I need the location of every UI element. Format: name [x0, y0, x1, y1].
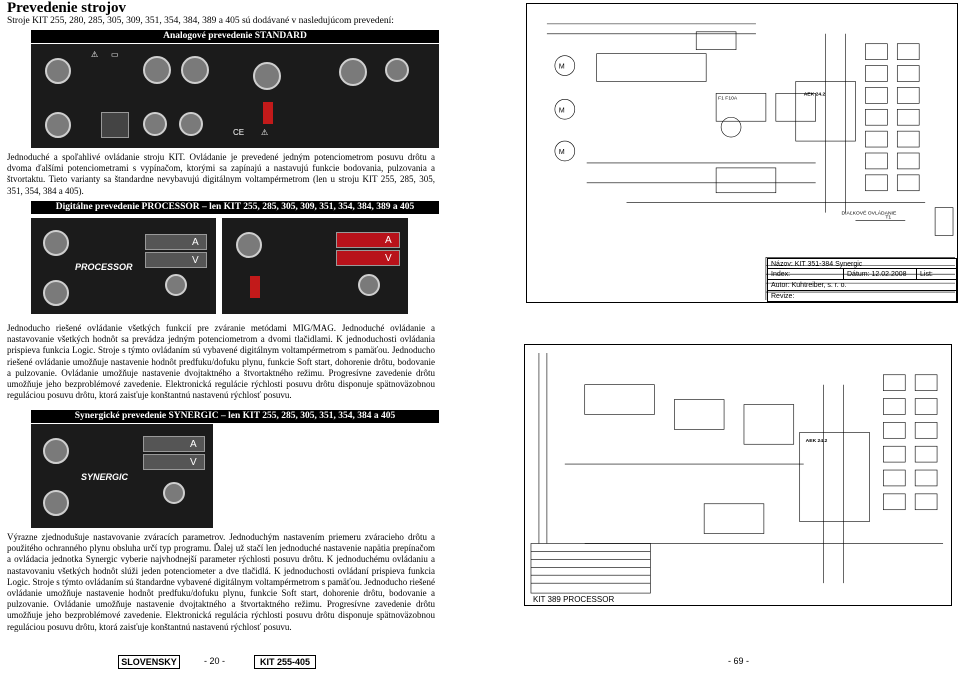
step-switch-knob-2	[253, 62, 281, 90]
page-number-left: - 20 -	[204, 656, 226, 666]
control-knob	[165, 274, 187, 296]
synergic-text: Výrazne zjednodušuje nastavovanie zvárac…	[7, 532, 435, 632]
standard-panel-image: ⚠ ▭ CE ⚠	[31, 44, 439, 148]
page-title: Prevedenie strojov	[7, 0, 126, 16]
display-v: V	[145, 252, 207, 268]
t1-label: T1	[885, 215, 891, 221]
page-number-right: - 69 -	[728, 656, 750, 666]
step-knob	[43, 280, 69, 306]
spot-knob	[143, 112, 167, 136]
mode-selector	[101, 112, 129, 138]
wire-speed-knob	[45, 58, 71, 84]
voltage-knob-2	[236, 232, 262, 258]
motor-m2-label: M	[559, 107, 565, 114]
title-block: Názov: KIT 351-384 Synergic Index:Dátum:…	[767, 258, 957, 302]
title-block-name: Názov: KIT 351-384 Synergic	[767, 258, 957, 269]
title-block-revision: Revize:	[767, 291, 957, 302]
remote-label: DIAĽKOVÉ OVLÁDANIE	[842, 210, 897, 217]
voltage-knob	[43, 438, 69, 464]
fine-switch-knob	[181, 56, 209, 84]
standard-text: Jednoduché a spoľahlivé ovládanie stroju…	[7, 152, 435, 196]
display-v-red: V	[336, 250, 400, 266]
standard-heading: Analogové prevedenie STANDARD	[31, 30, 439, 43]
wiring-schematic-2: AEK 24.2 KIT 389 PROCESSOR	[524, 344, 952, 606]
processor-logo: PROCESSOR	[75, 262, 133, 272]
synergic-logo: SYNERGIC	[81, 472, 129, 482]
schematic-1-drawing: M M M AEK 24.2 F1 F10A DIAĽKOVÉ OVLÁDANI…	[546, 23, 956, 301]
footer-model: KIT 255-405	[254, 655, 316, 669]
control-knob	[163, 482, 185, 504]
processor-panel-left: PROCESSOR A V	[31, 218, 216, 314]
display-a: A	[143, 436, 205, 452]
page-subtitle: Stroje KIT 255, 280, 285, 305, 309, 351,…	[7, 16, 394, 26]
warning-icon-2: ⚠	[261, 128, 269, 137]
control-knob-2	[358, 274, 380, 296]
pulse-knob	[179, 112, 203, 136]
title-block-sheet: List:	[920, 271, 933, 278]
motor-m1-label: M	[559, 64, 565, 71]
voltage-knob	[45, 112, 71, 138]
step-knob	[43, 490, 69, 516]
manual-icon: ▭	[111, 50, 119, 59]
voltage-knob	[43, 230, 69, 256]
wiring-schematic-1: M M M AEK 24.2 F1 F10A DIAĽKOVÉ OVLÁDANI…	[526, 3, 958, 303]
display-a-red: A	[336, 232, 400, 248]
title-block-date: Dátum: 12.02.2008	[844, 269, 917, 279]
main-switch-2	[250, 276, 260, 298]
display-a: A	[145, 234, 207, 250]
fine-switch-knob-2	[339, 58, 367, 86]
synergic-heading: Synergické prevedenie SYNERGIC – len KIT…	[31, 410, 439, 423]
processor-panel-right: A V	[222, 218, 408, 314]
synergic-panel: SYNERGIC A V	[31, 424, 213, 528]
title-block-author: Autor: Kuhtreiber, s. r. o.	[767, 280, 957, 291]
schematic-2-drawing: AEK 24.2	[530, 352, 944, 594]
step-switch-knob	[143, 56, 171, 84]
processor-text: Jednoducho riešené ovládanie všetkých fu…	[7, 323, 435, 401]
main-switch	[263, 102, 273, 124]
processor-heading: Digitálne prevedenie PROCESSOR – len KIT…	[31, 201, 439, 214]
warning-icon: ⚠	[91, 50, 99, 59]
fuse-label: F1 F10A	[718, 95, 738, 101]
display-v: V	[143, 454, 205, 470]
footer-language: SLOVENSKY	[118, 655, 180, 669]
wire-speed-knob-2	[385, 58, 409, 82]
motor-m3-label: M	[559, 149, 565, 156]
ce-icon: CE	[233, 128, 245, 137]
aek-label: AEK 24.2	[804, 91, 826, 97]
schematic-2-caption: KIT 389 PROCESSOR	[533, 595, 615, 604]
aek-label-2: AEK 24.2	[806, 438, 828, 444]
title-block-index: Index:	[768, 269, 844, 279]
